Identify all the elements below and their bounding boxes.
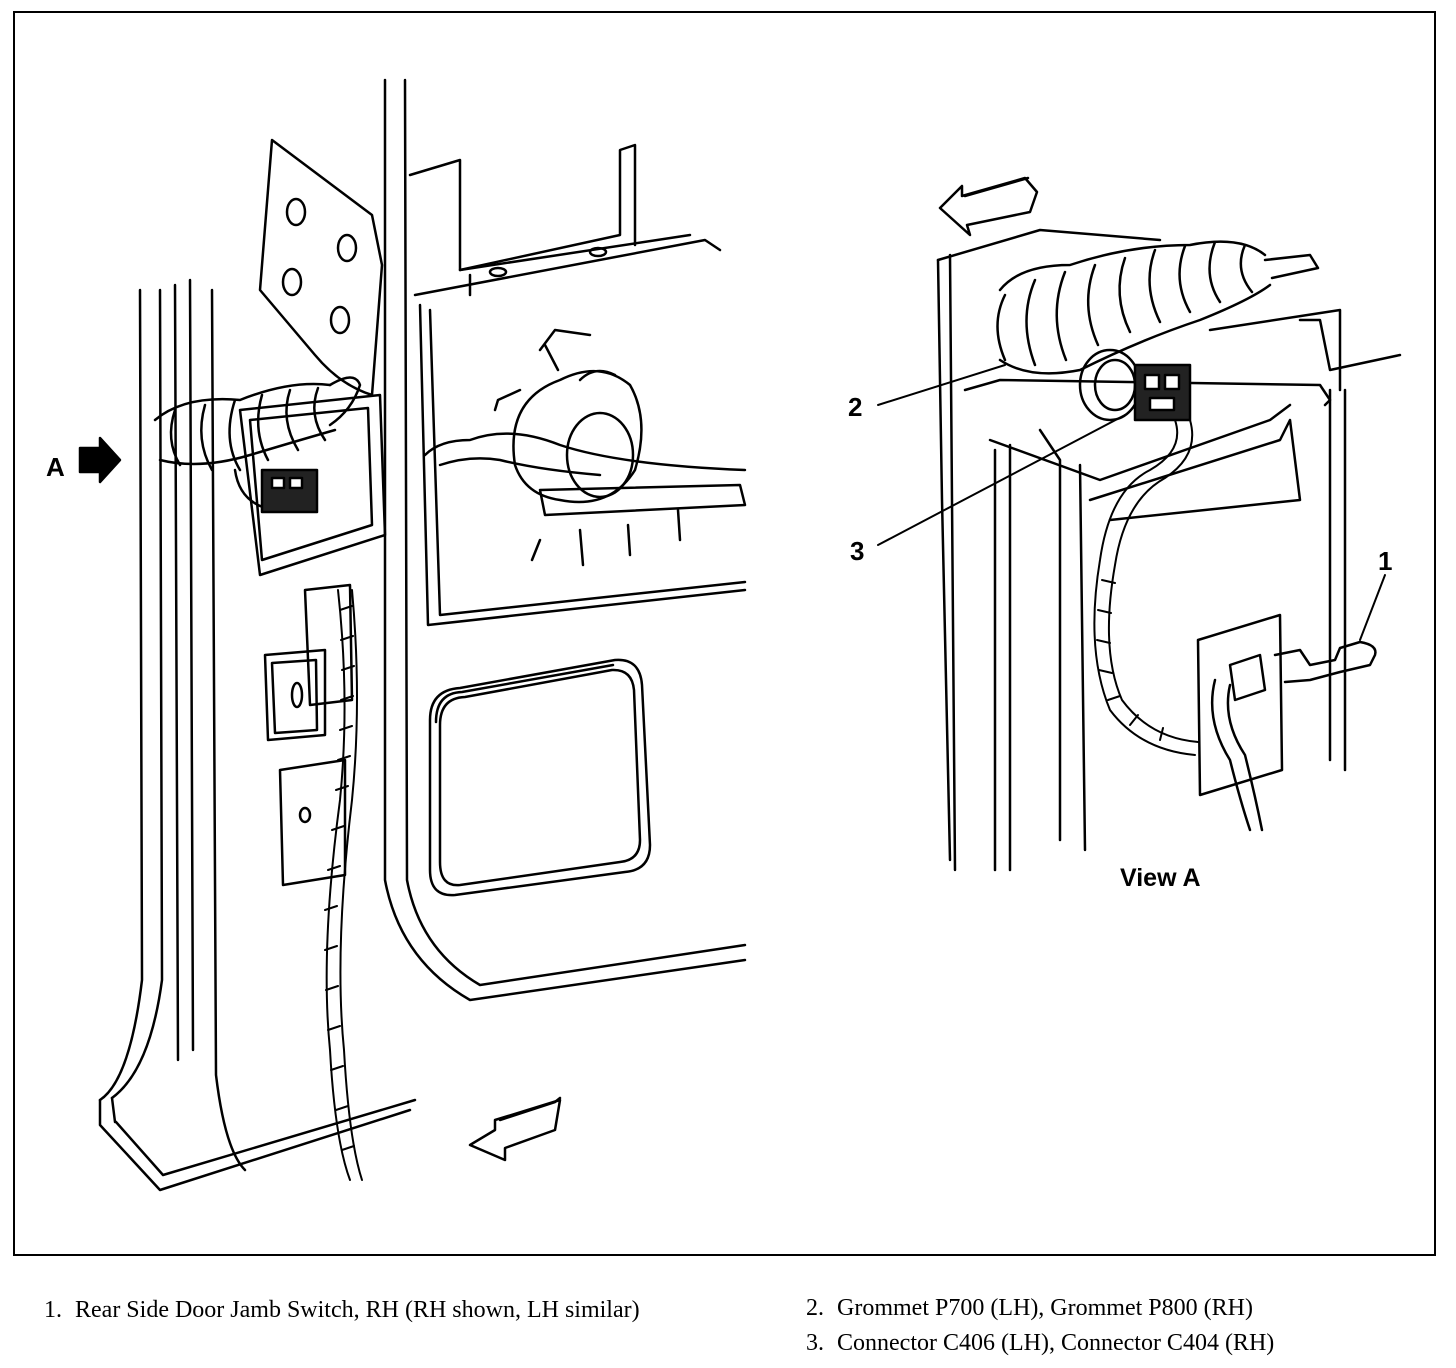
callout-2: 2 <box>848 392 862 422</box>
callout-3: 3 <box>850 536 864 566</box>
connector-view-a <box>1133 363 1192 422</box>
legend-right: 2. Grommet P700 (LH), Grommet P800 (RH) … <box>806 1291 1426 1361</box>
door-pillar <box>98 278 417 1192</box>
legend-item-2: 2. Grommet P700 (LH), Grommet P800 (RH) <box>806 1291 1426 1326</box>
legend-left: 1. Rear Side Door Jamb Switch, RH (RH sh… <box>44 1293 684 1328</box>
forward-arrow-top <box>938 176 1039 237</box>
door-window-cutout <box>428 658 652 897</box>
grommet-left <box>153 376 362 512</box>
legend-number: 2. <box>806 1295 824 1321</box>
hinge-plate <box>258 138 384 397</box>
forward-arrow-bottom <box>468 1096 562 1162</box>
legend-text: Grommet P700 (LH), Grommet P800 (RH) <box>837 1295 1253 1321</box>
legend-number: 3. <box>806 1330 824 1356</box>
callout-1: 1 <box>1378 546 1392 576</box>
grommet-view-a <box>996 240 1320 422</box>
view-a-label: View A <box>1120 864 1201 892</box>
switch-bracket <box>263 583 354 887</box>
view-a-marker: A <box>46 452 65 482</box>
legend-number: 1. <box>44 1297 62 1323</box>
harness-view-a <box>1093 419 1199 756</box>
switch-mount-view-a <box>1196 613 1377 832</box>
illustration-frame <box>13 11 1436 1256</box>
connector-left <box>260 468 319 514</box>
callout-leaders <box>877 364 1386 641</box>
legend-item-3: 3. Connector C406 (LH), Connector C404 (… <box>806 1326 1426 1361</box>
harness-left <box>324 589 363 1181</box>
legend-item-1: 1. Rear Side Door Jamb Switch, RH (RH sh… <box>44 1293 684 1328</box>
view-a-body <box>936 228 1402 872</box>
legend-text: Connector C406 (LH), Connector C404 (RH) <box>837 1330 1275 1356</box>
legend-text: Rear Side Door Jamb Switch, RH (RH shown… <box>75 1297 640 1323</box>
door-latch <box>493 328 643 504</box>
door-panel <box>383 78 747 1002</box>
wiring-illustration: A <box>46 78 1402 1192</box>
view-a-arrow <box>78 436 122 484</box>
